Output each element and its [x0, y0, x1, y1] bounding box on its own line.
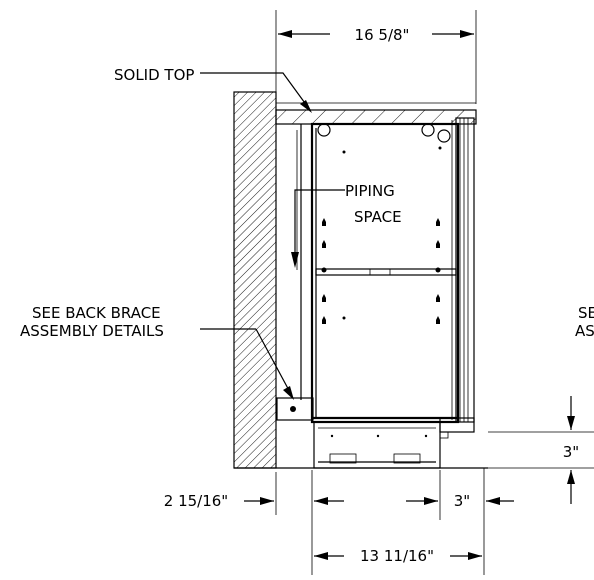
dimension-cabinet-depth: 13 11/16" [314, 547, 482, 565]
dimension-front-offset: 3" [406, 492, 514, 510]
back-brace-callout: SEE BACK BRACE ASSEMBLY DETAILS [20, 304, 294, 400]
extension-lines [275, 10, 594, 575]
dimension-overall-depth-text: 16 5/8" [355, 26, 410, 44]
cutoff-callout: SE AS [575, 304, 594, 340]
cutoff-label-line1: SE [578, 304, 594, 322]
piping-space-label-line1: PIPING [345, 182, 395, 200]
back-brace-label-line2: ASSEMBLY DETAILS [20, 322, 164, 340]
piping-space-label-line2: SPACE [354, 208, 402, 226]
cabinet-base [313, 421, 441, 469]
dimension-overall-depth: 16 5/8" [278, 26, 474, 44]
shelf-pins [321, 218, 441, 324]
cutoff-label-line2: AS [575, 322, 594, 340]
cabinet-door [439, 117, 475, 439]
dimension-wall-offset: 2 15/16" [164, 492, 344, 510]
dimension-base-height-text: 3" [563, 443, 579, 461]
dimension-base-height: 3" [563, 396, 579, 504]
top-circles [317, 123, 451, 320]
dimension-front-offset-text: 3" [454, 492, 470, 510]
back-brace-label-line1: SEE BACK BRACE [32, 304, 161, 322]
dimension-wall-offset-text: 2 15/16" [164, 492, 228, 510]
piping-space-callout: PIPING SPACE [291, 182, 402, 268]
back-brace [276, 397, 314, 421]
wall [233, 91, 277, 469]
cabinet-body [296, 122, 460, 424]
dimension-cabinet-depth-text: 13 11/16" [360, 547, 434, 565]
solid-top-label: SOLID TOP [114, 66, 194, 84]
solid-top-callout: SOLID TOP [114, 66, 312, 113]
